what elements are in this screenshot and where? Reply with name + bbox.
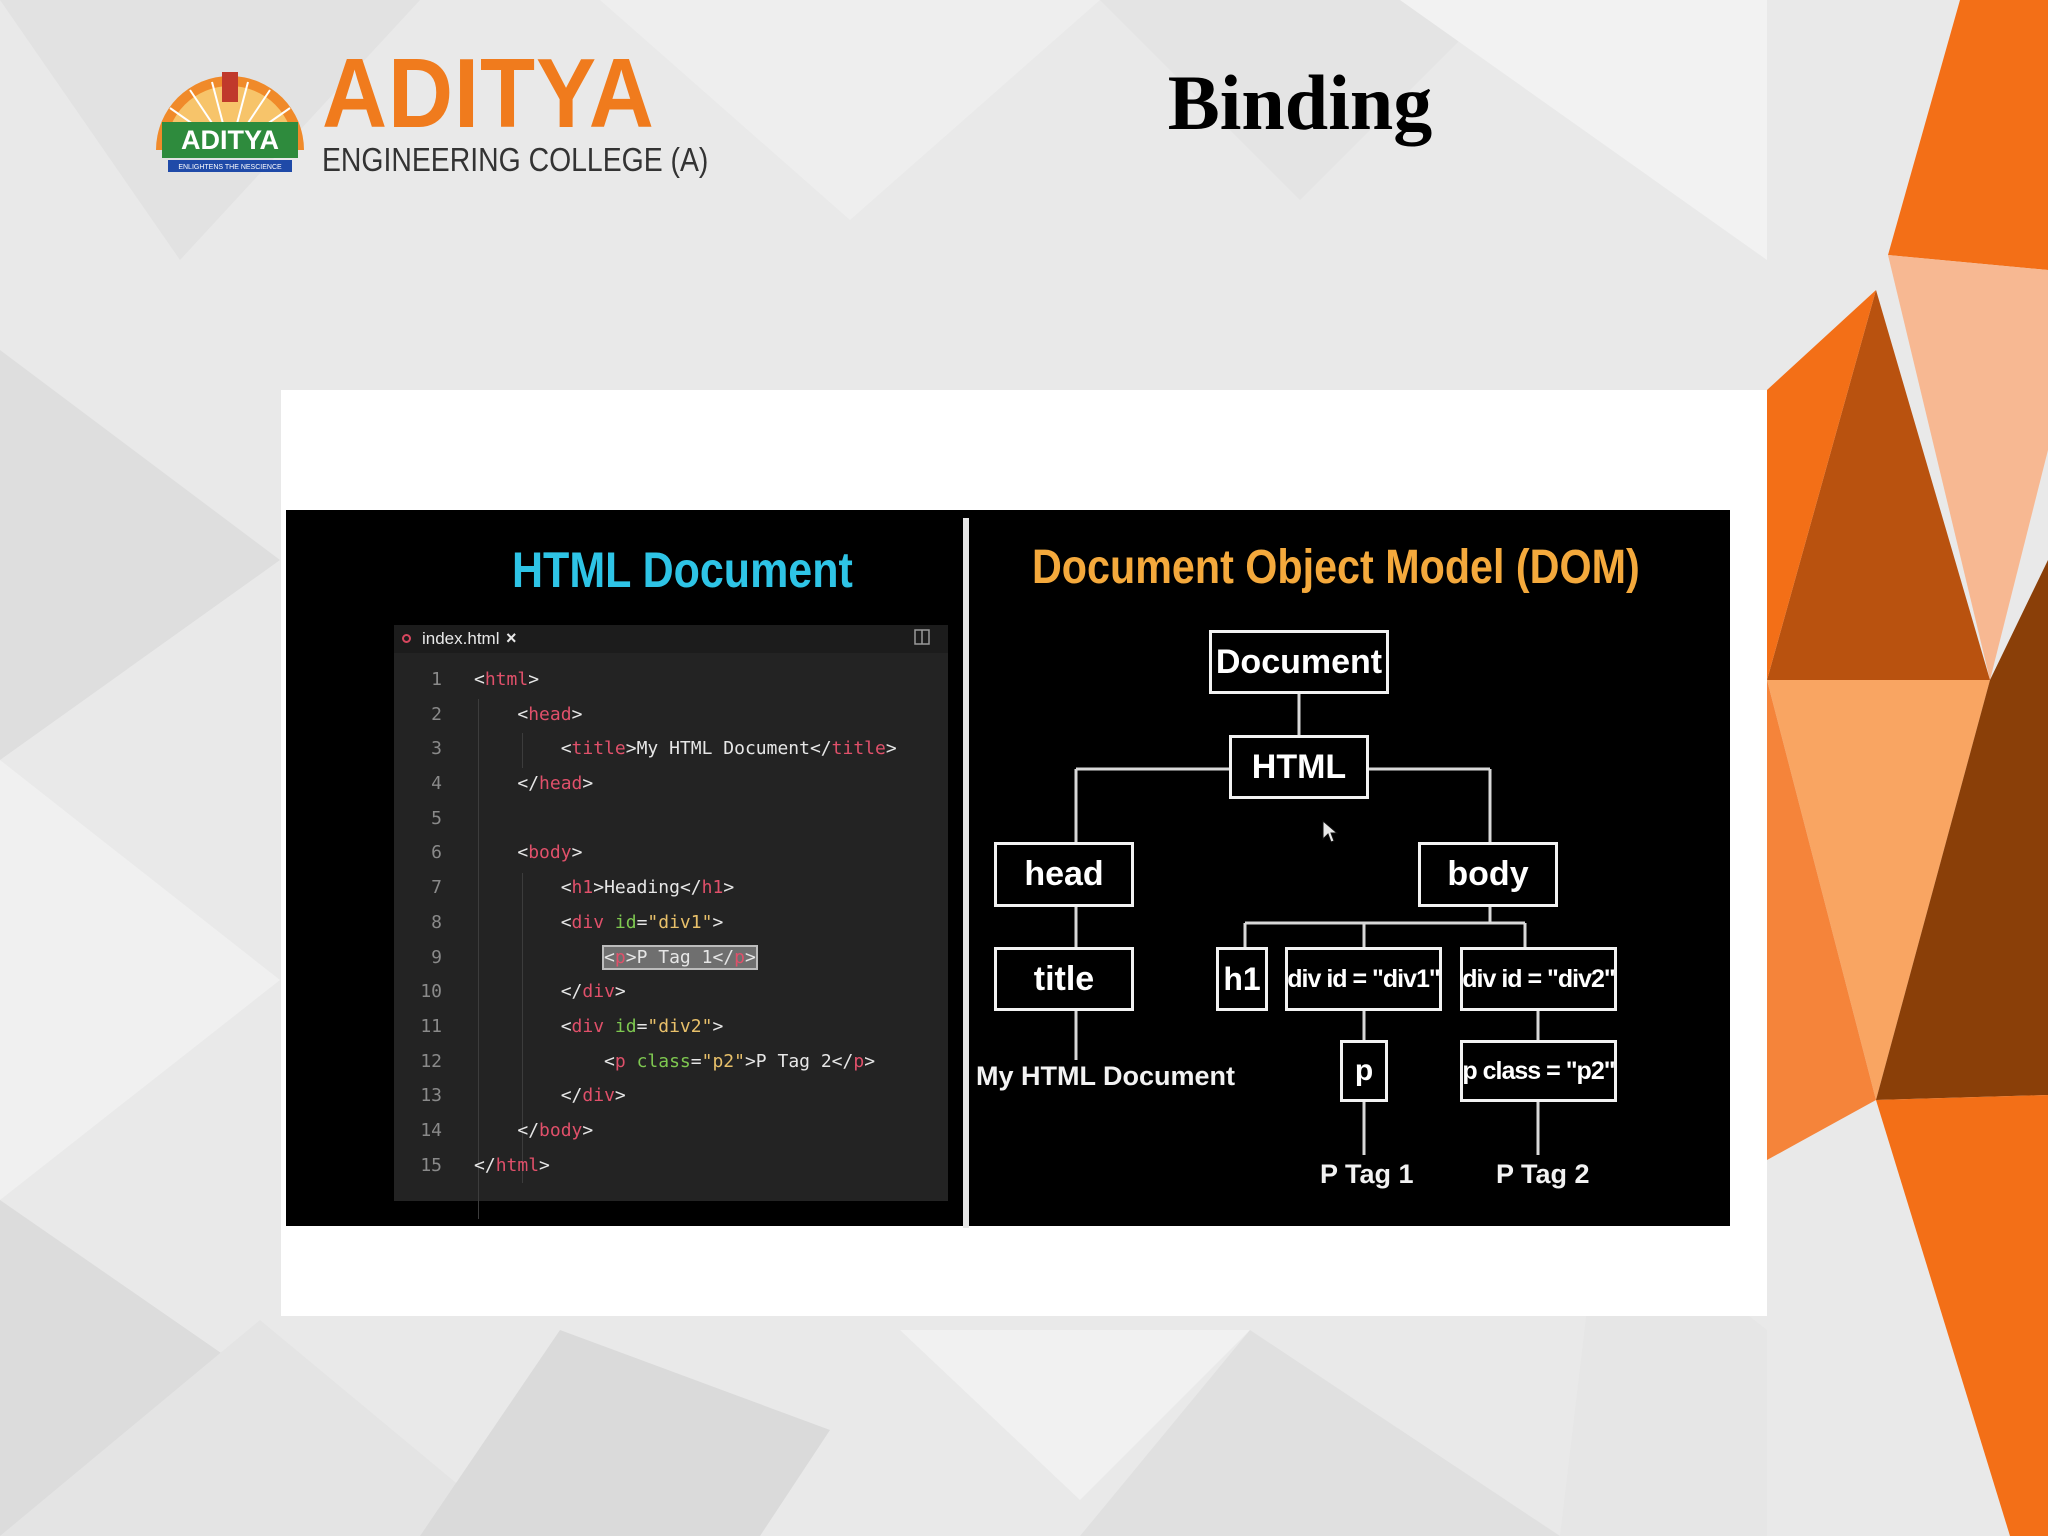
- editor-tab[interactable]: index.html ×: [394, 625, 948, 653]
- code-text[interactable]: <p>P Tag 1</p>: [602, 944, 758, 970]
- code-line: 6 <body>: [394, 836, 948, 871]
- dom-node-head: head: [994, 842, 1134, 907]
- code-text[interactable]: <head>: [517, 703, 583, 725]
- code-line: 14 </body>: [394, 1114, 948, 1149]
- code-text[interactable]: </div>: [560, 1085, 626, 1107]
- line-number: 10: [420, 981, 442, 1003]
- logo-name: ADITYA: [322, 38, 655, 148]
- code-text[interactable]: </body>: [517, 1119, 594, 1141]
- code-text[interactable]: <body>: [517, 842, 583, 864]
- logo-subtitle: ENGINEERING COLLEGE (A): [322, 141, 709, 178]
- line-number: 13: [420, 1085, 442, 1107]
- split-editor-icon[interactable]: [914, 629, 930, 645]
- dom-node-div2: div id = "div2": [1460, 947, 1617, 1011]
- code-text[interactable]: <div id="div2">: [560, 1015, 724, 1037]
- line-number: 1: [431, 669, 442, 690]
- tab-close-icon[interactable]: ×: [506, 628, 517, 648]
- code-line: 10 </div>: [394, 975, 948, 1010]
- indent-guide: [522, 733, 523, 768]
- line-number: 3: [431, 738, 442, 760]
- line-number: 5: [431, 807, 442, 829]
- dom-node-html: HTML: [1229, 735, 1369, 799]
- college-logo: ADITYA ENLIGHTENS THE NESCIENCE ADITYA E…: [150, 38, 708, 178]
- editor-tab-name: index.html: [422, 629, 500, 648]
- line-number: 2: [431, 703, 442, 725]
- line-number: 11: [420, 1015, 442, 1037]
- line-number: 7: [431, 877, 442, 899]
- code-line: 7 <h1>Heading</h1>: [394, 871, 948, 906]
- college-seal-icon: ADITYA ENLIGHTENS THE NESCIENCE: [156, 72, 304, 172]
- seal-motto: ENLIGHTENS THE NESCIENCE: [178, 164, 282, 171]
- code-line: 12 <p class="p2">P Tag 2</p>: [394, 1045, 948, 1080]
- dom-node-p1: p: [1340, 1040, 1388, 1102]
- code-text[interactable]: <p class="p2">P Tag 2</p>: [604, 1050, 876, 1072]
- code-text[interactable]: </html>: [474, 1154, 550, 1176]
- code-editor: index.html × 1<html>2 <head>3 <title>My …: [394, 625, 948, 1219]
- code-line: 9 <p>P Tag 1</p>: [394, 941, 948, 976]
- html-panel-title: HTML Document: [512, 542, 853, 598]
- mouse-pointer-icon: [1322, 820, 1338, 843]
- code-line: 4 </head>: [394, 767, 948, 802]
- code-text[interactable]: <h1>Heading</h1>: [560, 877, 735, 899]
- code-text[interactable]: <div id="div1">: [560, 911, 724, 933]
- code-text[interactable]: <title>My HTML Document</title>: [560, 738, 897, 760]
- code-line: 11 <div id="div2">: [394, 1010, 948, 1045]
- indent-guide: [522, 873, 523, 1183]
- code-line: 8 <div id="div1">: [394, 906, 948, 941]
- code-line: 3 <title>My HTML Document</title>: [394, 732, 948, 767]
- dom-leaf-title-text: My HTML Document: [976, 1061, 1236, 1091]
- line-number: 6: [431, 842, 442, 864]
- dom-node-p2: p class = "p2": [1460, 1040, 1617, 1102]
- line-number: 8: [431, 911, 442, 933]
- file-icon: [402, 634, 411, 643]
- code-lines: 1<html>2 <head>3 <title>My HTML Document…: [394, 663, 948, 1183]
- code-line: 5: [394, 802, 948, 837]
- dom-node-div1: div id = "div1": [1285, 947, 1442, 1011]
- line-number: 12: [420, 1050, 442, 1072]
- code-text[interactable]: <html>: [474, 669, 540, 690]
- dom-leaf-p2-text: P Tag 2: [1496, 1159, 1590, 1189]
- code-line: 1 <html>: [394, 663, 948, 698]
- line-number: 4: [431, 773, 442, 795]
- dom-node-body: body: [1418, 842, 1558, 907]
- slide-title: Binding: [1167, 59, 1433, 146]
- code-line: 13 </div>: [394, 1079, 948, 1114]
- line-number: 9: [431, 946, 442, 968]
- indent-guide: [478, 699, 479, 1219]
- code-line: 2 <head>: [394, 698, 948, 733]
- panel-divider: [963, 518, 969, 1228]
- dom-node-document: Document: [1209, 630, 1389, 694]
- code-line: 15 </html>: [394, 1149, 948, 1184]
- dom-panel-title: Document Object Model (DOM): [1032, 541, 1640, 594]
- code-text[interactable]: </head>: [517, 773, 594, 795]
- line-number: 15: [420, 1154, 442, 1176]
- line-number: 14: [420, 1119, 442, 1141]
- seal-text: ADITYA: [181, 125, 279, 155]
- dom-node-title: title: [994, 947, 1134, 1011]
- dom-node-h1: h1: [1216, 947, 1268, 1011]
- code-text[interactable]: </div>: [560, 981, 626, 1003]
- dom-leaf-p1-text: P Tag 1: [1320, 1159, 1414, 1189]
